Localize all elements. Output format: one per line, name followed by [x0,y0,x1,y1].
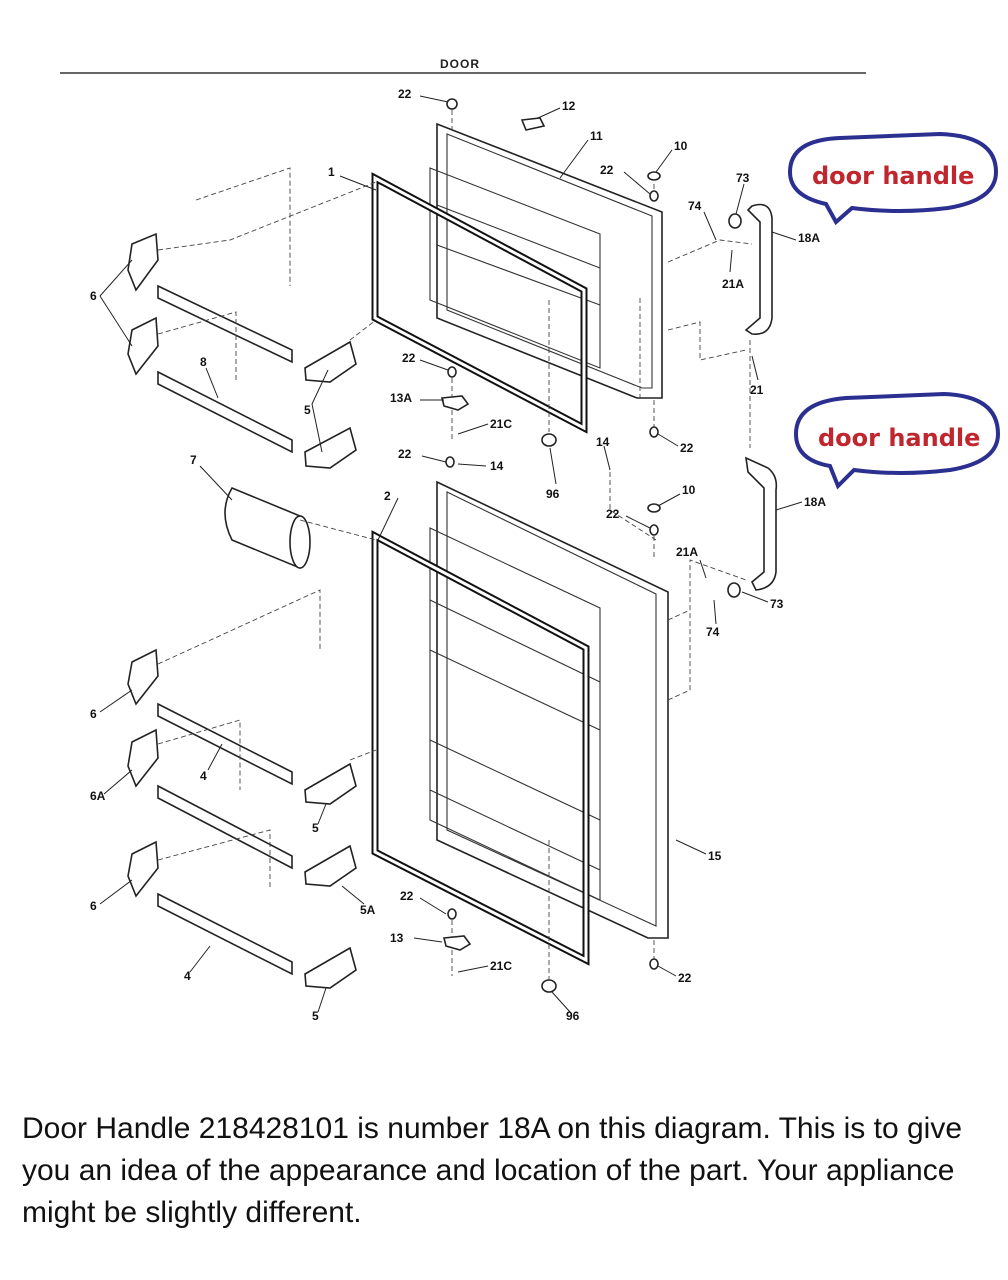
part-label: 6 [90,289,97,303]
part-label: 96 [566,1009,580,1023]
part-label: 4 [200,769,207,783]
part-label: 5 [312,1009,319,1023]
lower-door-shell [436,480,669,939]
callout-text: door handle [818,424,980,452]
leader-lines [99,95,803,1013]
part-label: 14 [490,459,504,473]
callout-text: door handle [812,162,974,190]
part-label: 74 [706,625,720,639]
part-label: 22 [600,163,614,177]
part-label: 18A [804,495,826,509]
part-label: 11 [590,129,603,143]
part-label: 18A [798,231,820,245]
alignment-lines [157,110,753,980]
upper-door-handle [728,203,773,335]
upper-door-group [371,122,663,434]
part-label: 4 [184,969,191,983]
door-handle-callout-upper: door handle [787,131,999,226]
part-label: 1 [328,165,335,179]
small-hardware [440,98,661,993]
part-label: 5 [304,403,311,417]
part-label: 22 [678,971,692,985]
part-label: 14 [596,435,610,449]
part-label: 21A [676,545,698,559]
part-label: 22 [402,351,416,365]
upper-shelf-rails [127,232,357,469]
part-label: 74 [688,199,702,213]
part-labels: 22 12 11 10 22 73 74 18A 21A 1 6 8 5 22 … [90,87,826,1023]
part-label: 8 [200,355,207,369]
part-label: 73 [770,597,784,611]
part-label: 15 [708,849,722,863]
lower-door-group [371,480,669,966]
part-label: 5 [312,821,319,835]
lower-shelf-rails [127,648,357,989]
part-label: 13 [390,931,404,945]
part-label: 5A [360,903,376,917]
part-label: 22 [398,87,412,101]
diagram-title: DOOR [440,57,480,71]
part-label: 6 [90,899,97,913]
part-label: 10 [682,483,696,497]
part-label: 22 [606,507,620,521]
part-label: 6 [90,707,97,721]
part-label: 22 [680,441,694,455]
lower-door-handle [727,456,778,598]
part-label: 21 [750,383,764,397]
part-label: 22 [398,447,412,461]
part-label: 22 [400,889,414,903]
part-label: 73 [736,171,750,185]
upper-door-shell [436,122,663,399]
part-label: 21A [722,277,744,291]
part-label: 6A [90,789,106,803]
part-label: 13A [390,391,412,405]
part-label: 21C [490,959,512,973]
part-label: 2 [384,489,391,503]
dairy-canister [224,486,311,570]
part-label: 21C [490,417,512,431]
part-label: 7 [190,453,197,467]
diagram-caption: Door Handle 218428101 is number 18A on t… [22,1112,963,1229]
door-handle-callout-lower: door handle [793,391,1001,490]
part-label: 12 [562,99,576,113]
door-exploded-diagram: DOOR [60,57,1001,1023]
part-label: 96 [546,487,560,501]
part-label: 10 [674,139,688,153]
